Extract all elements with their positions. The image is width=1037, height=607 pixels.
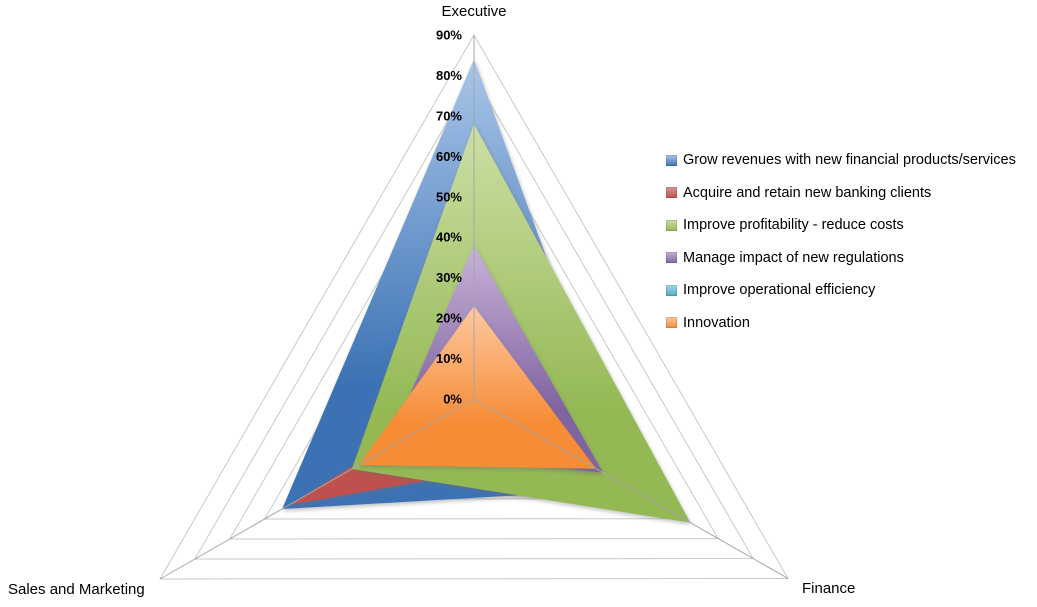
legend-item-innovation: Innovation <box>666 307 1016 340</box>
legend-swatch-icon <box>666 317 677 329</box>
legend-label: Innovation <box>683 314 750 331</box>
axis-spoke-finance <box>473 398 789 579</box>
legend-item-grow-revenues-with-new-financial-products-services: Grow revenues with new financial product… <box>666 144 1016 177</box>
tick-label-10: 10% <box>436 351 462 366</box>
tick-label-90: 90% <box>436 28 462 43</box>
tick-label-50: 50% <box>436 189 462 204</box>
grid-ring-80 <box>194 74 754 560</box>
legend-swatch-icon <box>666 252 677 264</box>
legend-label: Acquire and retain new banking clients <box>683 184 932 201</box>
legend-swatch-icon <box>666 187 677 199</box>
series-area-innovation <box>358 305 597 469</box>
grid-ring-70 <box>228 114 720 540</box>
legend-item-acquire-and-retain-new-banking-clients: Acquire and retain new banking clients <box>666 177 1016 210</box>
legend-item-improve-operational-efficiency: Improve operational efficiency <box>666 274 1016 307</box>
grid-ring-90 <box>159 34 789 580</box>
axis-label-finance: Finance <box>802 580 856 597</box>
axis-spoke-sales-and-marketing <box>159 398 475 580</box>
tick-label-20: 20% <box>436 311 462 326</box>
tick-label-80: 80% <box>436 68 462 83</box>
legend-label: Manage impact of new regulations <box>683 249 904 266</box>
tick-label-0: 0% <box>443 392 462 407</box>
legend-swatch-icon <box>666 154 677 166</box>
axis-label-sales-and-marketing: Sales and Marketing <box>8 581 145 598</box>
legend-label: Grow revenues with new financial product… <box>683 152 1016 169</box>
legend-swatch-icon <box>666 284 677 296</box>
tick-label-40: 40% <box>436 230 462 245</box>
legend-label: Improve operational efficiency <box>683 282 876 299</box>
tick-label-30: 30% <box>436 270 462 285</box>
legend-item-manage-impact-of-new-regulations: Manage impact of new regulations <box>666 242 1016 275</box>
tick-label-60: 60% <box>436 149 462 164</box>
legend-item-improve-profitability-reduce-costs: Improve profitability - reduce costs <box>666 209 1016 242</box>
axis-label-executive: Executive <box>441 3 507 20</box>
chart-legend: Grow revenues with new financial product… <box>666 144 1016 339</box>
legend-label: Improve profitability - reduce costs <box>683 217 904 234</box>
tick-label-70: 70% <box>436 108 462 123</box>
legend-swatch-icon <box>666 219 677 231</box>
